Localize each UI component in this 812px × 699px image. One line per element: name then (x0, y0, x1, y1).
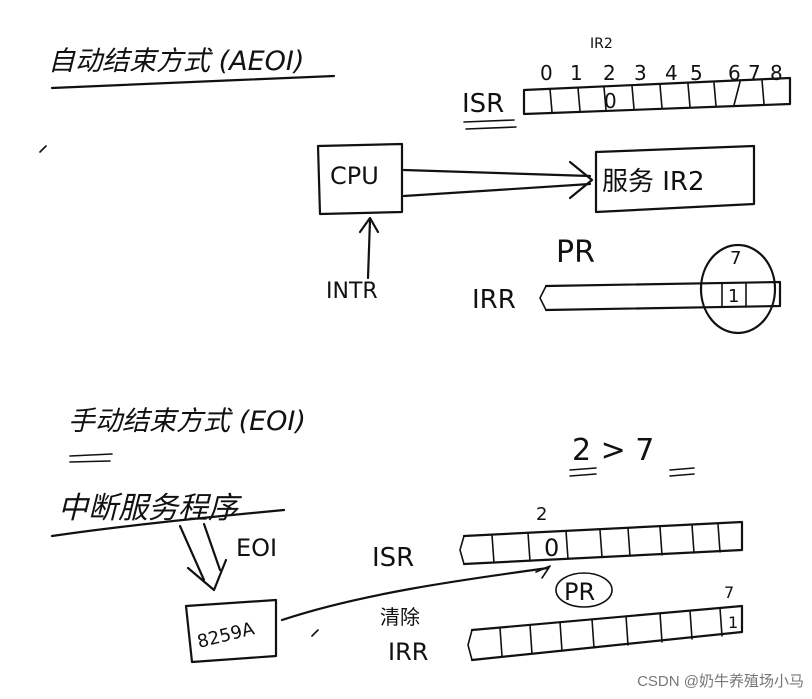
bottom-pr-label: PR (564, 578, 595, 606)
top-isr-label: ISR (462, 89, 504, 119)
clear-label: 清除 (380, 605, 420, 629)
top-bit-index: 7 (748, 61, 761, 85)
eoi-label: EOI (236, 534, 277, 562)
top-pr-label: PR (556, 235, 595, 270)
top-irr-register (539, 280, 782, 312)
top-irr-highlight-circle (699, 243, 777, 335)
top-bit-index: 5 (690, 61, 703, 85)
top-isr-underline (463, 119, 517, 130)
bottom-isr-label: ISR (372, 543, 414, 573)
chip-8259a-label: 8259A (195, 618, 257, 653)
top-irr-index-label: 7 (730, 248, 741, 269)
top-isr-cell-value: 0 (604, 89, 617, 113)
top-bit-index: 0 (540, 61, 553, 85)
bottom-irr-register (467, 604, 744, 662)
bottom-title: 手动结束方式 (EOI) (68, 406, 306, 437)
top-bit-index: 4 (665, 61, 678, 85)
bottom-irr-label: IRR (388, 638, 428, 666)
intr-arrow (358, 216, 380, 280)
top-isr-register (522, 76, 792, 116)
routine-label: 中断服务程序 (58, 491, 242, 526)
compare-text: 2 > 7 (572, 433, 654, 468)
intr-label: INTR (326, 279, 378, 304)
cpu-label: CPU (330, 162, 379, 190)
chip-to-isr-arrow (280, 565, 551, 622)
serve-label: 服务 IR2 (602, 167, 705, 197)
top-title: 自动结束方式 (AEOI) (48, 46, 304, 77)
compare-underline (569, 467, 695, 477)
bottom-isr-cell-value: 0 (544, 534, 559, 562)
bottom-pr-circle (555, 572, 613, 608)
bottom-isr-register (459, 520, 744, 566)
top-irq-label: IR2 (590, 36, 613, 52)
bottom-irr-index-label: 7 (724, 583, 734, 602)
top-irr-cell-value: 1 (728, 286, 739, 307)
top-bit-index: 1 (570, 61, 583, 85)
top-bit-index: 8 (770, 61, 783, 85)
pencil-mark (39, 145, 319, 637)
top-bit-index: 3 (634, 61, 647, 85)
top-bit-index: 2 (603, 61, 616, 85)
serve-box (594, 144, 756, 214)
cpu-to-serve-arrow (402, 160, 594, 200)
bottom-irr-cell-value: 1 (728, 613, 738, 632)
eoi-arrow (178, 522, 228, 592)
bottom-title-underline (69, 453, 113, 463)
routine-underline (50, 508, 286, 538)
top-title-underline (50, 74, 336, 90)
watermark: CSDN @奶牛养殖场小马 (637, 673, 804, 690)
top-irr-label: IRR (472, 285, 516, 315)
cpu-box (316, 142, 404, 216)
top-bit-index: 6 (728, 61, 741, 85)
chip-8259a-box (184, 598, 278, 664)
bottom-isr-index-label: 2 (536, 504, 547, 525)
